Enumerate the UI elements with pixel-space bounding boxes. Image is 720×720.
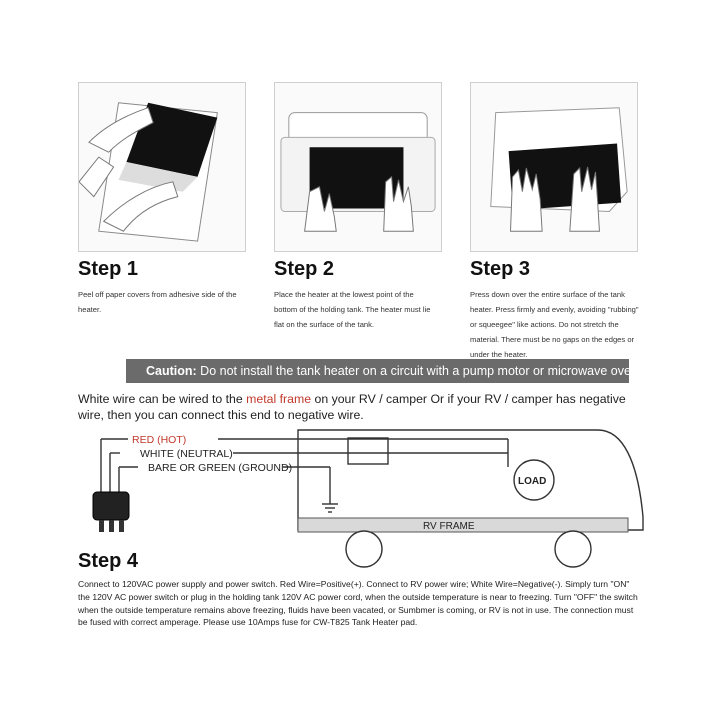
step1-title: Step 1 [78,258,139,280]
caution-label: Caution: [146,364,197,378]
step2-title: Step 2 [274,258,335,280]
wiring-diagram: RED (HOT) WHITE (NEUTRAL) BARE OR GREEN … [92,429,644,568]
wire-note-highlight: metal frame [246,392,312,406]
wire-note: White wire can be wired to the metal fra… [78,392,638,423]
step4-description: Connect to 120VAC power supply and power… [78,579,638,628]
step1-illustration [78,82,246,252]
label-red-hot: RED (HOT) [132,434,186,446]
caution-banner: Caution: Do not install the tank heater … [126,359,641,383]
label-white-neutral: WHITE (NEUTRAL) [140,448,233,460]
wire-note-part2: on your RV / camper Or if your RV / camp… [78,392,626,422]
wire-note-part1: White wire can be wired to the [78,392,247,406]
label-load: LOAD [518,476,546,487]
step3-illustration [470,82,638,252]
caution-text: Do not install the tank heater on a circ… [200,364,642,378]
step2-description: Place the heater at the lowest point of … [274,290,431,329]
label-rv-frame: RV FRAME [423,521,475,532]
step3-description: Press down over the entire surface of th… [470,290,639,359]
label-ground: BARE OR GREEN (GROUND) [148,462,292,474]
step2-illustration [274,82,442,252]
step3-title: Step 3 [470,258,531,280]
step1-description: Peel off paper covers from adhesive side… [78,290,237,314]
step4-title: Step 4 [78,550,139,572]
